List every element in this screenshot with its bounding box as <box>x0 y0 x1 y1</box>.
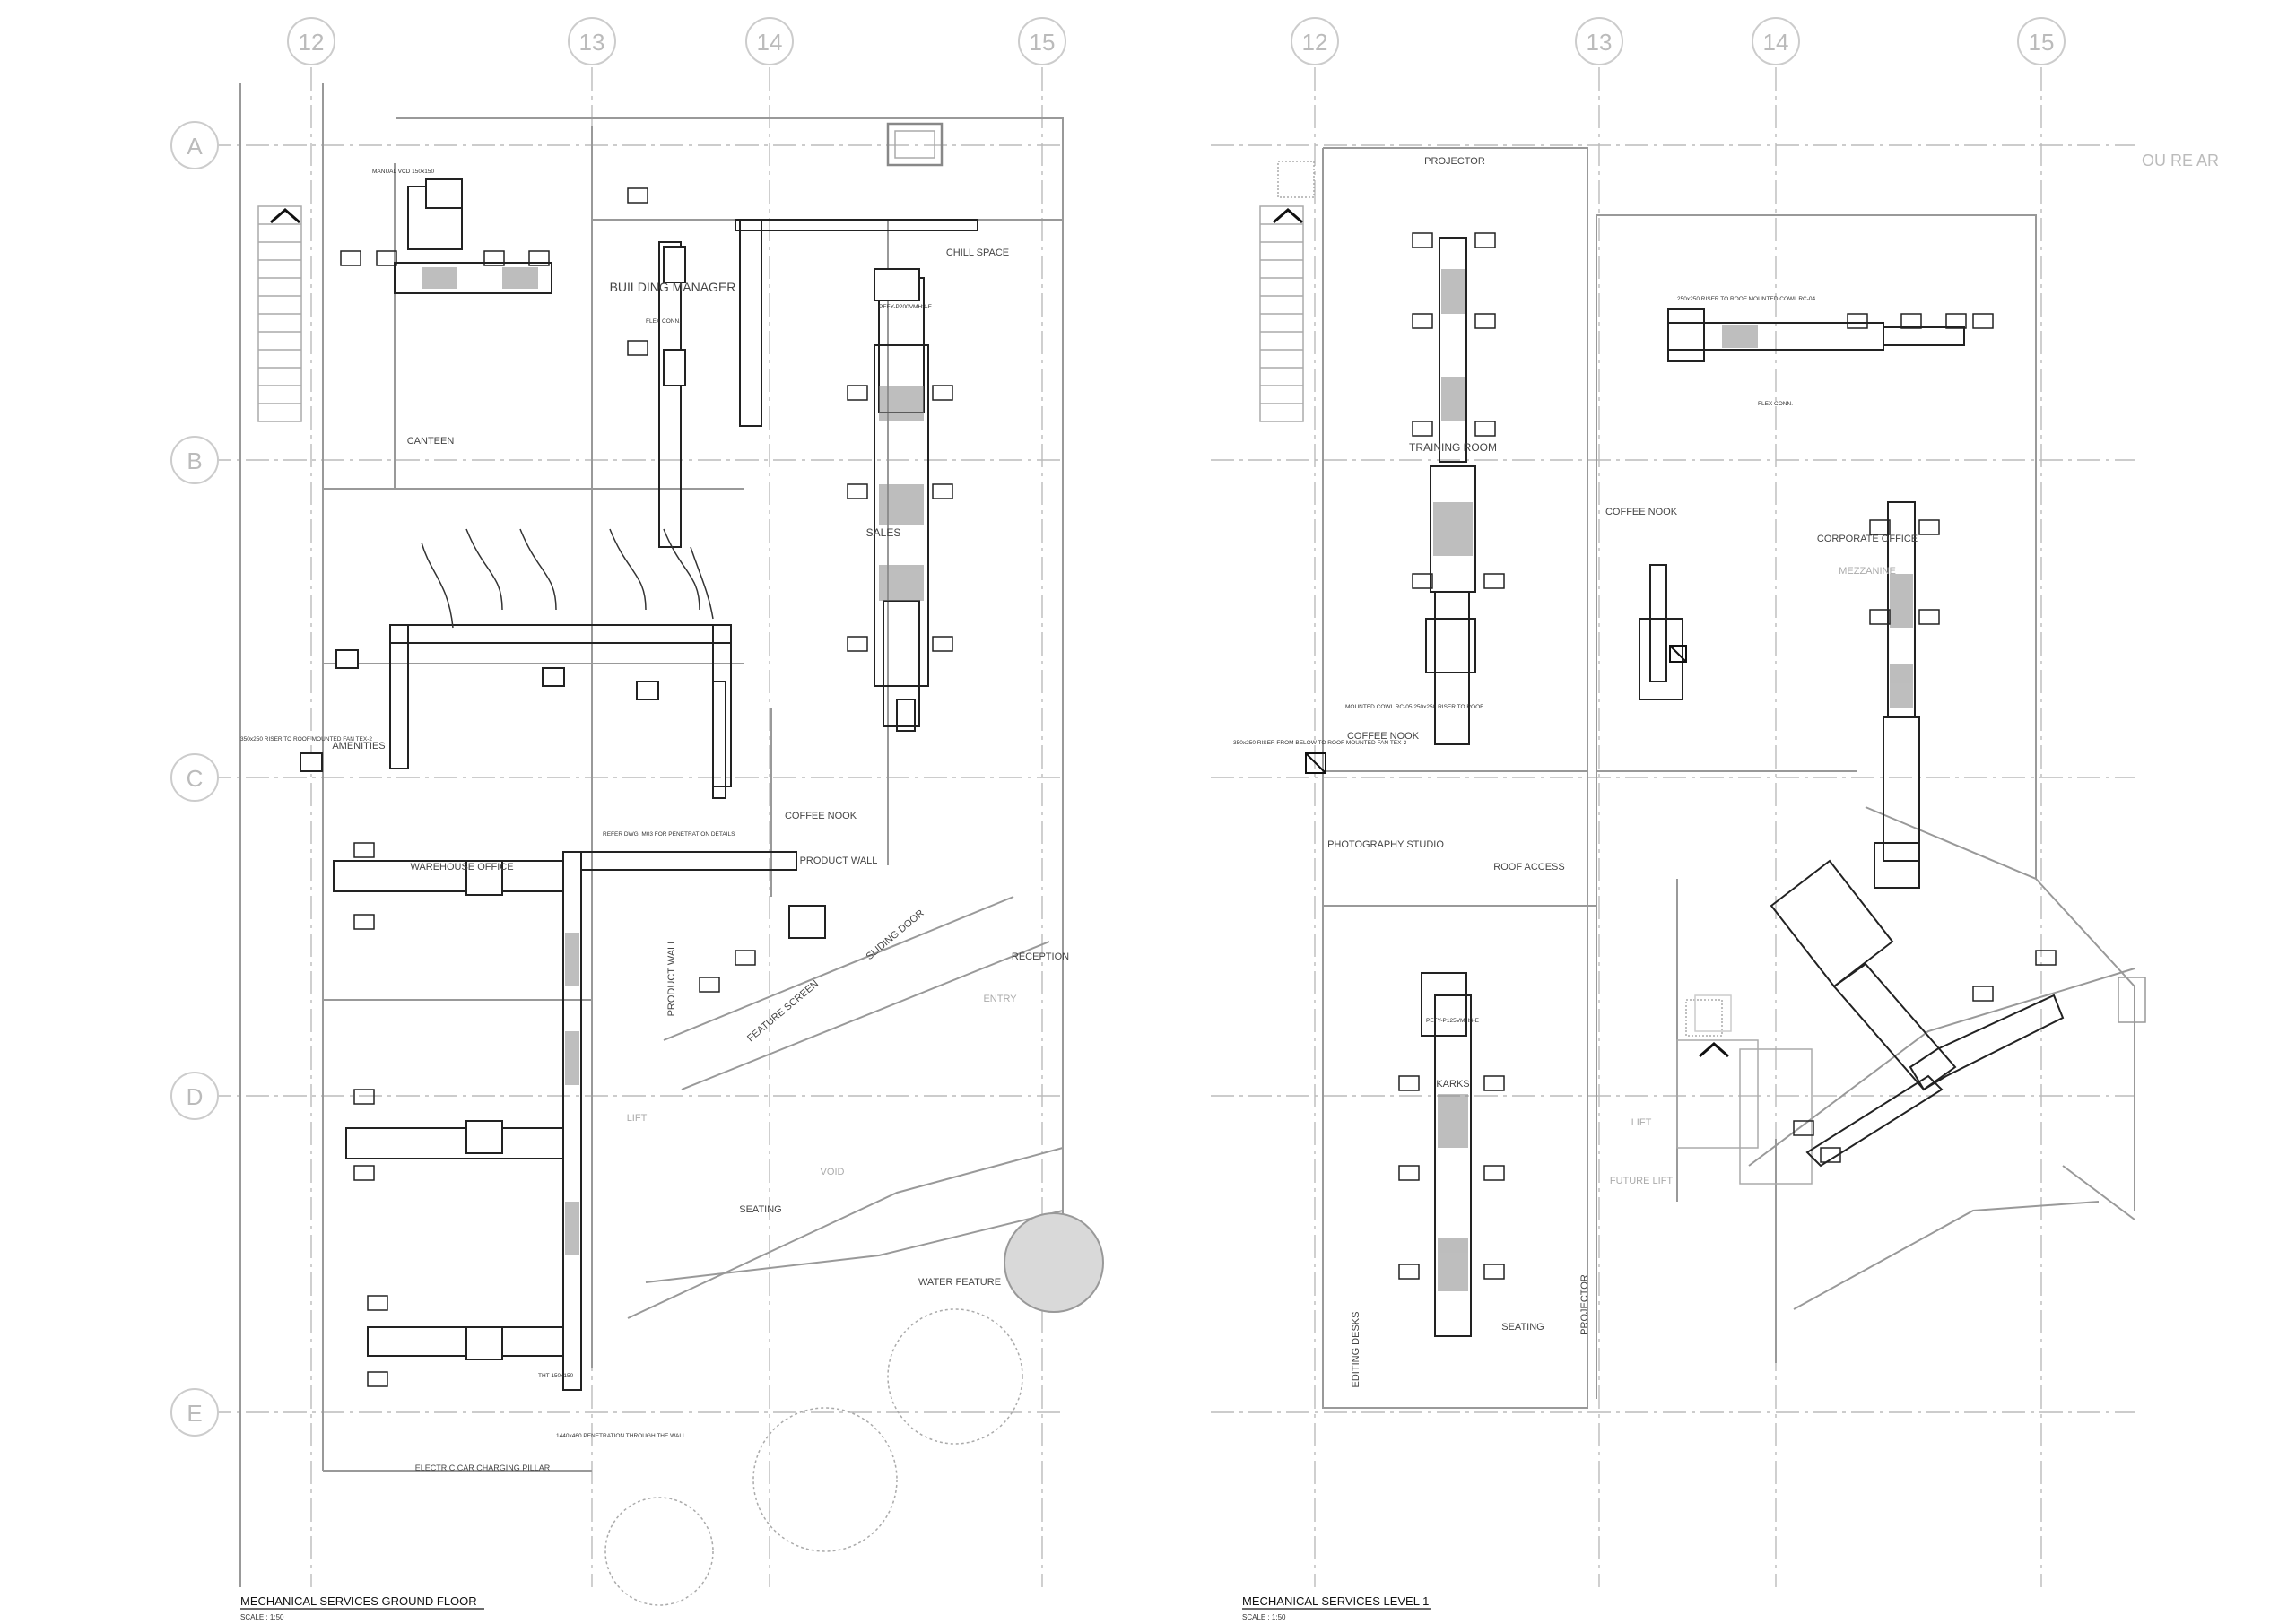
room-label: FEATURE SCREEN <box>745 978 821 1044</box>
room-label: BUILDING MANAGER <box>610 280 736 294</box>
room-label: WAREHOUSE OFFICE <box>410 862 513 873</box>
cut-off-label: OU RE AR <box>2142 152 2219 169</box>
room-label: PHOTOGRAPHY STUDIO <box>1327 839 1444 850</box>
stair <box>1259 205 1813 1185</box>
room-label: LIFT <box>627 1113 648 1124</box>
room-label: PROJECTOR <box>1424 156 1485 167</box>
room-label: FUTURE LIFT <box>1610 1176 1674 1186</box>
room-label: ROOF ACCESS <box>1493 862 1564 873</box>
plan-title: MECHANICAL SERVICES GROUND FLOOR <box>240 1594 477 1608</box>
room-label: SEATING <box>1501 1322 1544 1333</box>
stair <box>257 205 302 422</box>
grid-col-14: 14 <box>757 29 783 56</box>
grid-col-15: 15 <box>2029 29 2055 56</box>
annotation-note: 250x250 RISER TO ROOF MOUNTED COWL RC-04 <box>1677 296 1815 302</box>
annotation-note: 1440x460 PENETRATION THROUGH THE WALL <box>556 1433 686 1439</box>
room-label: AMENITIES <box>332 741 385 751</box>
plan-title: MECHANICAL SERVICES LEVEL 1 <box>1242 1594 1429 1608</box>
grid-col-13: 13 <box>1587 29 1613 56</box>
grid-row-e: E <box>187 1400 202 1427</box>
room-label: SEATING <box>739 1204 781 1215</box>
room-label: PRODUCT WALL <box>800 855 878 866</box>
annotation-note: 350x250 RISER FROM BELOW TO ROOF MOUNTED… <box>1233 740 1407 746</box>
level-1-plan: 12 13 14 15 <box>1211 17 2219 1621</box>
room-label: PROJECTOR <box>1579 1274 1590 1335</box>
ground-floor-plan: 12 13 14 15 A B C D E <box>170 17 1104 1621</box>
stair-up-arrow-icon <box>1273 208 1303 224</box>
plan-scale: SCALE : 1:50 <box>240 1613 284 1621</box>
annotation-note: REFER DWG. M03 FOR PENETRATION DETAILS <box>603 831 735 838</box>
stair-up-arrow-icon <box>1699 1042 1729 1058</box>
room-label: SLIDING DOOR <box>865 908 926 962</box>
room-label: SALES <box>866 526 901 539</box>
plan-scale: SCALE : 1:50 <box>1242 1613 1286 1621</box>
annotation-note: MANUAL VCD 150x150 <box>372 169 435 175</box>
room-label: CANTEEN <box>407 436 455 447</box>
annotation-note: PEFY-P125VMHS-E <box>1426 1018 1480 1024</box>
grid-col-13: 13 <box>579 29 605 56</box>
grid-col-12: 12 <box>1302 29 1328 56</box>
annotation-note: 350x250 RISER TO ROOF MOUNTED FAN TEX-2 <box>240 736 372 743</box>
stair-up-arrow-icon <box>270 208 300 224</box>
annotation-note: MOUNTED COWL RC-05 250x250 RISER TO ROOF <box>1345 704 1483 710</box>
room-label: ELECTRIC CAR CHARGING PILLAR <box>415 1463 551 1472</box>
annotation-note: FLEX CONN. <box>1758 401 1793 407</box>
room-label: ENTRY <box>983 994 1017 1004</box>
room-label: EDITING DESKS <box>1351 1312 1361 1388</box>
room-label: KARKS <box>1436 1079 1469 1090</box>
annotation-note: FLEX CONN. <box>646 318 681 325</box>
room-label: MEZZANINE <box>1839 566 1896 577</box>
grid-row-b: B <box>187 447 202 474</box>
room-label: COFFEE NOOK <box>1347 731 1420 742</box>
grid-row-a: A <box>187 133 203 160</box>
room-label: PRODUCT WALL <box>666 939 677 1017</box>
grid-row-c: C <box>187 765 204 792</box>
grid-col-12: 12 <box>299 29 325 56</box>
room-label: RECEPTION <box>1012 951 1069 962</box>
grid-col-14: 14 <box>1763 29 1789 56</box>
room-label: COFFEE NOOK <box>1605 507 1678 517</box>
grid-row-d: D <box>187 1083 204 1110</box>
room-label: CHILL SPACE <box>946 248 1009 258</box>
room-label: TRAINING ROOM <box>1409 441 1497 454</box>
room-label: VOID <box>821 1167 845 1177</box>
room-label: WATER FEATURE <box>918 1277 1001 1288</box>
annotation-note: THT 150x150 <box>538 1373 574 1379</box>
annotation-note: PEFY-P200VMHS-E <box>879 304 933 310</box>
room-label: CORPORATE OFFICE <box>1817 534 1918 544</box>
room-label: COFFEE NOOK <box>785 811 857 821</box>
grid-col-15: 15 <box>1030 29 1056 56</box>
room-label: LIFT <box>1631 1117 1652 1128</box>
